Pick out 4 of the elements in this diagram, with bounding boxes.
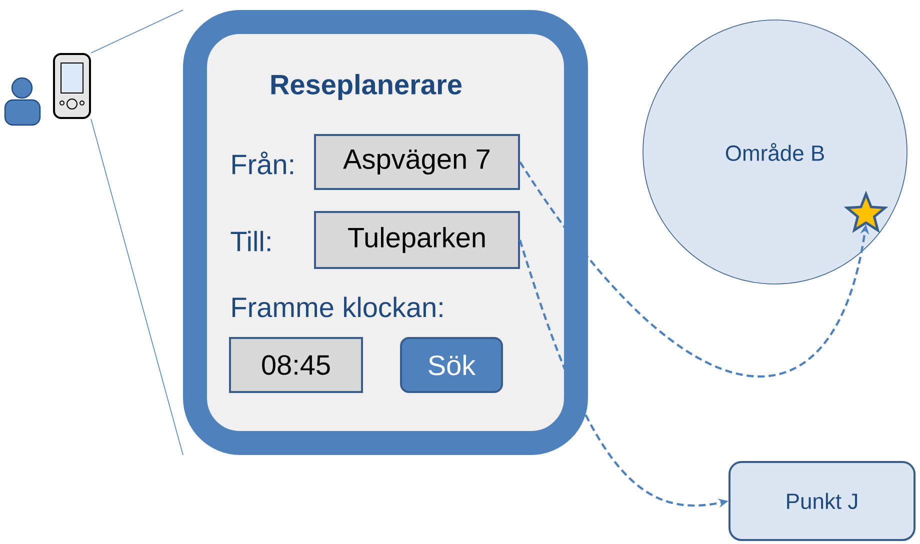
destination-box: Punkt J xyxy=(728,461,916,541)
phone-drawing xyxy=(53,53,91,119)
connector xyxy=(90,118,184,456)
connector xyxy=(90,10,184,54)
